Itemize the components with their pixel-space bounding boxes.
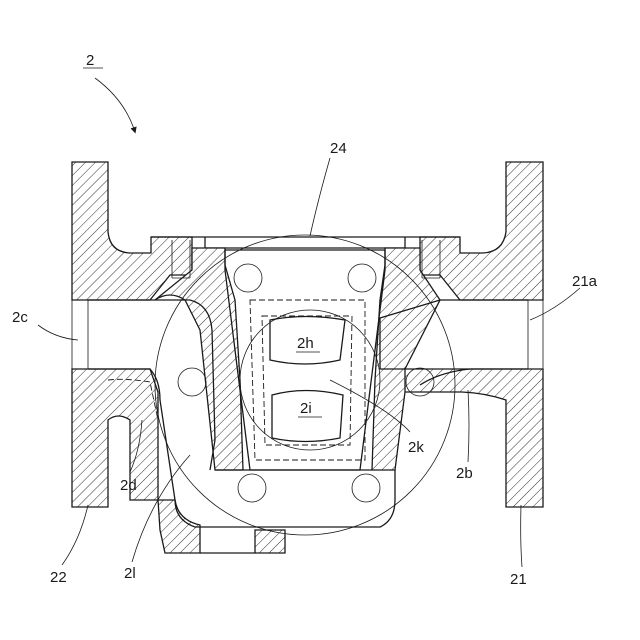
top-cover [151, 237, 460, 248]
right-port-bore [528, 300, 543, 369]
label-2b: 2b [456, 465, 473, 482]
leader-22 [62, 505, 88, 565]
leader-24 [310, 158, 330, 236]
label-2l: 2l [124, 565, 136, 582]
inner-left-wall [155, 248, 243, 470]
seat-outline [225, 250, 385, 470]
label-22: 22 [50, 569, 67, 586]
bottom-boss-right [255, 530, 285, 553]
circle-2k [240, 310, 380, 450]
label-2k: 2k [408, 439, 424, 456]
leader-21 [521, 505, 522, 567]
leader-2b [468, 390, 469, 462]
label-2d: 2d [120, 477, 137, 494]
bolt-circle-left [178, 368, 206, 396]
left-flange-upper [72, 162, 192, 300]
bolt-circle-bottom-left [238, 474, 266, 502]
left-flange-lower [72, 369, 158, 507]
bolt-circle-top-left [234, 264, 262, 292]
chamber-dashed-outline [250, 300, 365, 460]
label-21a: 21a [572, 273, 598, 290]
right-flange-lower [400, 369, 543, 507]
label-24: 24 [330, 140, 347, 157]
label-2i: 2i [300, 400, 312, 417]
bolt-circle-top-right [348, 264, 376, 292]
right-flange-upper [420, 162, 543, 300]
leader-2-arrow [95, 78, 135, 132]
label-2c: 2c [12, 309, 28, 326]
left-port-bore [72, 300, 88, 369]
inner-right-wall [372, 248, 440, 470]
bolt-circle-bottom-right [352, 474, 380, 502]
label-2: 2 [86, 52, 94, 69]
left-flange [72, 162, 192, 507]
label-21: 21 [510, 571, 527, 588]
label-2h: 2h [297, 335, 314, 352]
